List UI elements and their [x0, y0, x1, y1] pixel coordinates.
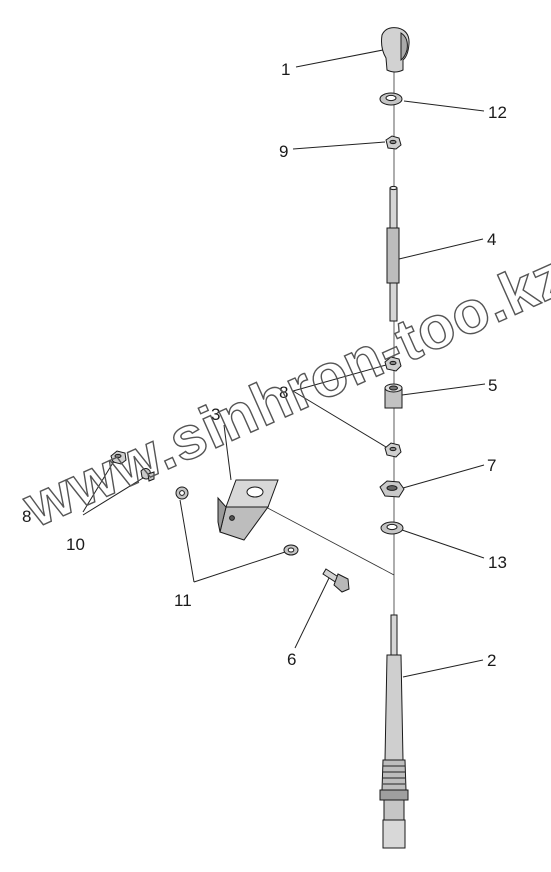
watermark: www.sinhron-too.kz	[13, 240, 551, 540]
nut-top	[385, 135, 402, 150]
leader-lines	[82, 49, 486, 678]
nut-upper	[384, 356, 402, 372]
label-7: 7	[487, 456, 496, 475]
label-3: 3	[211, 405, 220, 424]
label-13: 13	[488, 553, 507, 572]
label-6: 6	[287, 650, 296, 669]
label-8-left: 8	[22, 507, 31, 526]
label-9: 9	[279, 142, 288, 161]
label-8-right: 8	[279, 383, 288, 402]
label-1: 1	[281, 60, 290, 79]
part-labels: 1 12 9 4 8 5 3 7 8 10 13 11 6 2	[22, 60, 507, 670]
washer-lower	[380, 521, 404, 535]
bracket-axis-line	[261, 504, 395, 576]
label-2: 2	[487, 651, 496, 670]
control-cable	[379, 614, 409, 849]
clip-10	[140, 468, 155, 482]
label-12: 12	[488, 103, 507, 122]
label-10: 10	[66, 535, 85, 554]
large-nut	[379, 480, 405, 498]
label-11: 11	[174, 591, 192, 610]
bolt	[322, 568, 350, 593]
washer-right	[283, 544, 299, 556]
washer-left	[175, 486, 189, 500]
nut-lower	[384, 442, 402, 458]
mounting-bracket	[217, 479, 279, 541]
washer-top	[379, 92, 403, 106]
label-5: 5	[488, 376, 497, 395]
shift-knob	[381, 27, 410, 73]
threaded-rod	[386, 185, 400, 322]
coupling	[384, 383, 403, 409]
label-4: 4	[487, 230, 496, 249]
nut-left	[110, 450, 127, 465]
